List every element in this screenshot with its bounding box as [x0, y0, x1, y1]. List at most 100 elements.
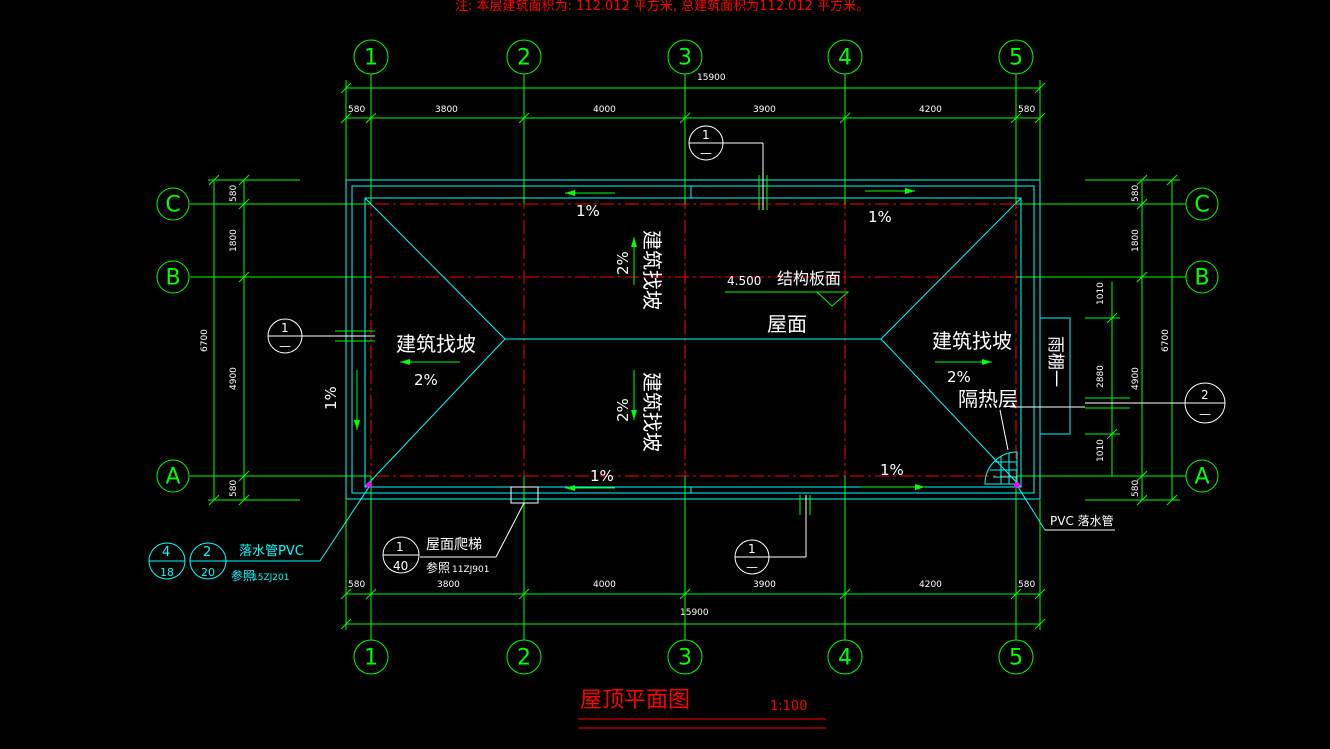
dim-bottom-1: 3800 [437, 580, 460, 590]
axis-label-B-left: B [165, 266, 180, 291]
slope-top-right: 1% [868, 208, 892, 226]
detail-b-num: 2 [203, 545, 211, 560]
section-1-left-num: 1 [281, 321, 289, 335]
canopy-box [1039, 317, 1071, 435]
dim-top-5: 580 [1018, 105, 1035, 115]
dim-right-3: 580 [1131, 480, 1141, 497]
column-bubbles-top: 1 2 3 4 5 [353, 39, 1034, 75]
axis-label-A-left: A [165, 465, 180, 490]
insulation-label: 隔热层 [958, 387, 1018, 411]
detail-std-ref: 15ZJ201 [252, 573, 289, 583]
dim-overall-top: 15900 [697, 73, 726, 83]
detail-a-num: 4 [162, 545, 170, 560]
dim-canopy-2: 1010 [1096, 439, 1106, 462]
section-1-top-num: 1 [702, 128, 710, 142]
dim-canopy-0: 1010 [1096, 282, 1106, 305]
slope-mid-bottom-2pct: 2% [614, 398, 632, 422]
slope-right-2pct: 2% [947, 368, 971, 386]
dim-right-total: 6700 [1161, 329, 1171, 352]
axis-label-4-top: 4 [838, 46, 852, 71]
section-1-top-sheet: — [700, 146, 712, 160]
dim-right-2: 4900 [1131, 367, 1141, 390]
slope-mid-top-2pct: 2% [614, 251, 632, 275]
build-slope-right: 建筑找坡 [932, 329, 1012, 353]
dim-canopy-1: 2880 [1096, 365, 1106, 388]
slope-left-edge: 1% [322, 386, 340, 410]
axis-label-1-bottom: 1 [364, 646, 378, 671]
axis-label-5-bottom: 5 [1009, 646, 1023, 671]
dim-right-1: 1800 [1131, 229, 1141, 252]
ladder-see-ref: 参照 [426, 560, 450, 575]
drawing-scale: 1:100 [770, 699, 807, 714]
axis-label-5-top: 5 [1009, 46, 1023, 71]
dim-top-3: 3900 [753, 105, 776, 115]
dim-bottom-3: 3900 [753, 580, 776, 590]
dim-top-2: 4000 [593, 105, 616, 115]
canopy-label: 雨棚一 [1045, 336, 1065, 387]
dim-left-total: 6700 [200, 329, 210, 352]
slope-left-2pct: 2% [414, 371, 438, 389]
row-bubbles: C B A C B A [156, 187, 1219, 493]
axis-label-B-right: B [1194, 266, 1209, 291]
elevation-value: 4.500 [727, 274, 761, 288]
section-callout-left: 1 — [267, 318, 375, 354]
drainage-arrows [354, 188, 992, 491]
bottom-dimensions: 580 3800 4000 3900 4200 580 15900 [340, 500, 1046, 630]
axis-centerlines [300, 95, 1100, 620]
axis-label-C-left: C [165, 193, 180, 218]
section-2-right-num: 2 [1201, 388, 1209, 402]
left-dimensions: 580 1800 4900 580 6700 [200, 174, 300, 506]
roof-annotations: 1% 1% 1% 1% 1% 2% 2% 2% 2% 建筑找坡 建筑找坡 建筑找… [322, 202, 1018, 485]
drawing-title-block: 屋顶平面图 1:100 [578, 688, 826, 729]
dim-top-4: 4200 [919, 105, 942, 115]
axis-label-2-bottom: 2 [517, 646, 531, 671]
dim-top-1: 3800 [435, 105, 458, 115]
dim-bottom-0: 580 [348, 580, 365, 590]
structure-face-label: 结构板面 [777, 269, 841, 288]
downpipe-right [1014, 482, 1020, 488]
detail-a-sheet: 18 [160, 566, 174, 579]
column-bubbles-bottom: 1 2 3 4 5 [353, 639, 1034, 675]
section-1-bottom-sheet: — [746, 560, 758, 574]
insulation-hatch [984, 406, 1085, 485]
pvc-downpipe-callout: PVC 落水管 [1017, 486, 1115, 531]
section-callout-right: 2 — [1085, 382, 1226, 424]
dim-left-3: 580 [229, 480, 239, 497]
ladder-sheet: 40 [393, 559, 408, 573]
downpipe-detail-callout: 4 18 2 20 落水管PVC 参照 15ZJ201 [148, 486, 370, 583]
detail-b-sheet: 20 [201, 566, 215, 579]
ladder-callout: 1 40 屋面爬梯 参照 11ZJ901 [382, 486, 539, 575]
slope-bottom-left: 1% [590, 467, 614, 485]
ladder-label: 屋面爬梯 [426, 537, 482, 553]
right-dimensions: 580 1800 4900 580 6700 1010 2880 1010 [1085, 174, 1180, 506]
slope-top-left: 1% [576, 202, 600, 220]
section-1-left-sheet: — [279, 339, 291, 353]
slope-bottom-right: 1% [880, 461, 904, 479]
section-callout-top: 1 — [688, 125, 768, 210]
section-callout-bottom: 1 — [734, 495, 811, 575]
ladder-std-ref: 11ZJ901 [452, 565, 489, 575]
dim-bottom-4: 4200 [919, 580, 942, 590]
build-slope-left: 建筑找坡 [396, 332, 476, 356]
dim-left-0: 580 [229, 185, 239, 202]
build-slope-mid-bottom: 建筑找坡 [640, 372, 664, 452]
dim-left-2: 4900 [229, 367, 239, 390]
ladder-num: 1 [396, 540, 404, 554]
top-dimensions: 15900 580 3800 4000 3900 4200 580 [340, 73, 1046, 180]
axis-label-3-bottom: 3 [678, 646, 692, 671]
downpipe-pvc-label: 落水管PVC [239, 544, 304, 559]
section-2-right-sheet: — [1199, 407, 1211, 421]
axis-label-C-right: C [1194, 193, 1209, 218]
axis-label-A-right: A [1194, 465, 1209, 490]
dim-top-0: 580 [348, 105, 365, 115]
axis-label-1-top: 1 [364, 46, 378, 71]
build-slope-mid-top: 建筑找坡 [640, 230, 664, 310]
dim-left-1: 1800 [229, 229, 239, 252]
axis-label-2-top: 2 [517, 46, 531, 71]
detail-see-ref: 参照 [231, 568, 255, 583]
roof-face-label: 屋面 [767, 312, 807, 336]
drawing-title: 屋顶平面图 [580, 688, 690, 713]
dim-bottom-2: 4000 [593, 580, 616, 590]
section-1-bottom-num: 1 [748, 542, 756, 556]
